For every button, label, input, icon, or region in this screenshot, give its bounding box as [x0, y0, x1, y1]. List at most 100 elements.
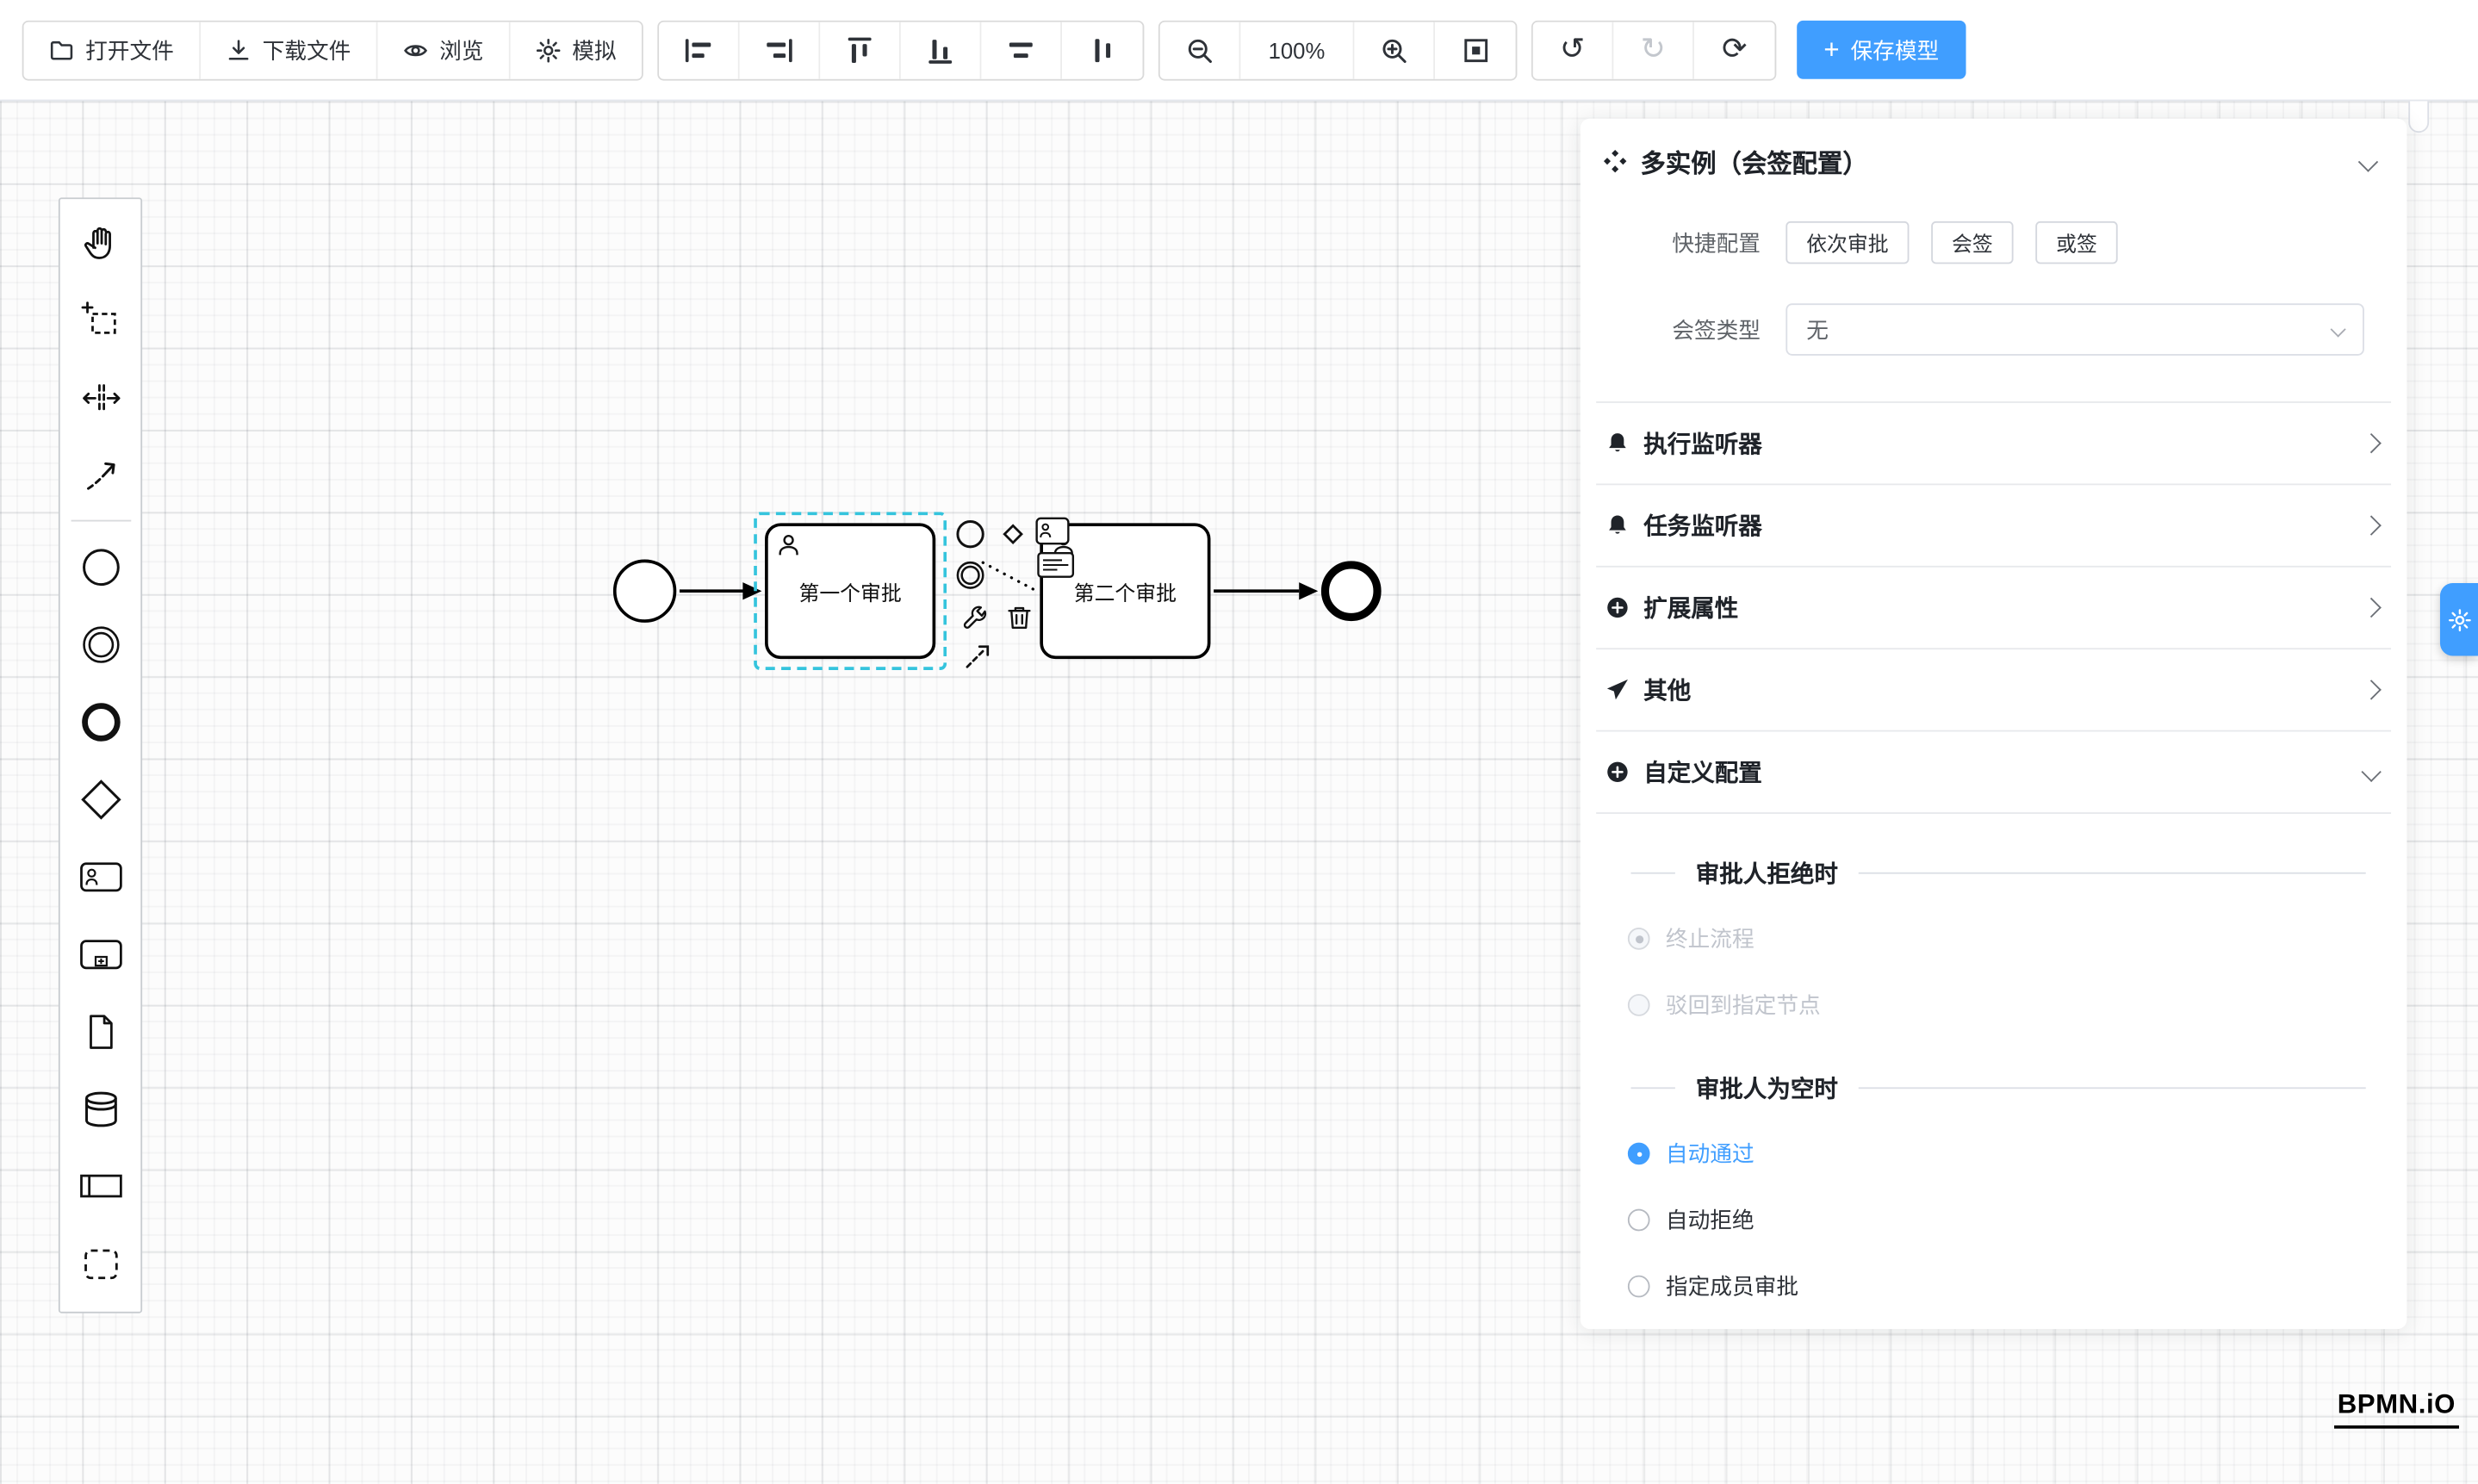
context-append-user-task-icon — [1035, 517, 1070, 545]
radio-icon — [1627, 1208, 1650, 1232]
chevron-down-icon — [2357, 151, 2379, 171]
align-left-button[interactable] — [659, 21, 740, 78]
undo-icon: ↺ — [1560, 33, 1586, 67]
context-connect[interactable] — [960, 636, 997, 674]
auto-pass-option[interactable]: 自动通过 — [1596, 1121, 2391, 1187]
other-label: 其他 — [1643, 678, 1692, 705]
approver-reject-section: 审批人拒绝时 — [1596, 839, 2391, 905]
open-file-button[interactable]: 打开文件 — [23, 21, 202, 78]
preview-button[interactable]: 浏览 — [377, 21, 511, 78]
download-file-button[interactable]: 下载文件 — [201, 21, 378, 78]
context-append-task[interactable] — [1037, 547, 1075, 585]
fit-viewport-button[interactable] — [1435, 21, 1516, 78]
plus-circle-icon — [1607, 761, 1628, 783]
refresh-button[interactable]: ⟳ — [1693, 21, 1775, 78]
context-append-gateway[interactable] — [994, 515, 1032, 553]
create-data-object[interactable] — [62, 992, 138, 1070]
context-append-intermediate-event[interactable] — [952, 556, 990, 594]
context-delete[interactable] — [1000, 599, 1038, 636]
create-group[interactable] — [62, 1225, 138, 1302]
sequence-flow-connections[interactable] — [0, 101, 2478, 1483]
bpmn-io-logo[interactable]: BPMN.iO — [2334, 1389, 2459, 1429]
folder-open-icon — [50, 40, 73, 59]
panel-title: 多实例（会签配置） — [1640, 152, 1868, 179]
distribute-horizontal-button[interactable] — [981, 21, 1062, 78]
countersign-type-select[interactable]: 无 — [1786, 303, 2364, 356]
quick-config-label: 快捷配置 — [1672, 229, 1761, 256]
distribute-vertical-button[interactable] — [1061, 21, 1143, 78]
create-intermediate-event[interactable] — [62, 605, 138, 683]
hand-tool[interactable] — [62, 204, 138, 282]
divider-line — [1858, 871, 2366, 873]
zoom-out-button[interactable] — [1159, 21, 1241, 78]
sequential-approval-button[interactable]: 依次审批 — [1786, 220, 1910, 264]
context-append-user-task[interactable] — [1034, 512, 1071, 550]
execution-listener-row[interactable]: 执行监听器 — [1596, 403, 2392, 486]
extended-properties-row[interactable]: 扩展属性 — [1596, 568, 2392, 650]
countersign-button[interactable]: 会签 — [1931, 220, 2014, 264]
task-listener-row[interactable]: 任务监听器 — [1596, 485, 2392, 568]
lasso-tool-icon — [80, 301, 115, 333]
context-pad — [952, 512, 1088, 676]
preview-label: 浏览 — [439, 37, 484, 63]
subprocess-icon — [79, 939, 121, 969]
zoom-level: 100% — [1240, 21, 1355, 78]
terminate-process-option[interactable]: 终止流程 — [1596, 905, 2391, 972]
reject-to-node-option[interactable]: 驳回到指定节点 — [1596, 972, 2391, 1038]
approver-empty-title: 审批人为空时 — [1695, 1075, 1838, 1102]
countersign-type-row: 会签类型 无 — [1596, 303, 2391, 356]
create-gateway[interactable] — [62, 761, 138, 838]
context-append-task-icon — [1037, 551, 1075, 578]
connect-arrow-icon — [966, 645, 990, 668]
palette-separator — [70, 519, 131, 522]
user-task-shape-2[interactable]: 第二个审批 — [1040, 523, 1211, 660]
other-row[interactable]: 其他 — [1596, 649, 2392, 732]
create-data-store[interactable] — [62, 1070, 138, 1147]
refresh-icon: ⟳ — [1722, 33, 1748, 67]
create-participant[interactable] — [62, 1147, 138, 1225]
simulate-button[interactable]: 模拟 — [510, 21, 642, 78]
save-model-label: 保存模型 — [1850, 37, 1940, 63]
space-tool[interactable] — [62, 359, 138, 437]
zoom-in-button[interactable] — [1354, 21, 1436, 78]
context-change-type[interactable] — [956, 599, 994, 636]
element-palette — [58, 197, 143, 1313]
chevron-right-icon — [2361, 515, 2382, 536]
align-bottom-icon — [928, 39, 953, 63]
lasso-tool[interactable] — [62, 282, 138, 359]
chevron-right-icon — [2361, 432, 2382, 454]
undo-button[interactable]: ↺ — [1532, 21, 1614, 78]
create-user-task[interactable] — [62, 837, 138, 915]
align-top-button[interactable] — [820, 21, 901, 78]
select-value: 无 — [1806, 316, 1829, 343]
start-event-shape[interactable] — [612, 559, 677, 623]
selection-outline — [754, 512, 947, 670]
gear-icon — [536, 38, 561, 62]
multi-instance-header[interactable]: 多实例（会签配置） — [1596, 119, 2391, 201]
create-start-event[interactable] — [62, 528, 138, 605]
approver-reject-title: 审批人拒绝时 — [1695, 860, 1838, 888]
group-icon — [84, 1248, 117, 1279]
bell-icon — [1609, 515, 1626, 534]
create-subprocess[interactable] — [62, 915, 138, 992]
task-listener-label: 任务监听器 — [1643, 513, 1762, 541]
divider-line — [1630, 871, 1675, 873]
quick-config-buttons: 依次审批 会签 或签 — [1786, 220, 2140, 264]
user-task-shape-1[interactable]: 第一个审批 — [765, 523, 936, 660]
align-bottom-button[interactable] — [900, 21, 982, 78]
designated-member-option[interactable]: 指定成员审批 — [1596, 1253, 2391, 1319]
settings-toggle-button[interactable] — [2439, 583, 2478, 656]
redo-button[interactable]: ↻ — [1613, 21, 1694, 78]
quick-config-row: 快捷配置 依次审批 会签 或签 — [1596, 220, 2391, 264]
simulate-label: 模拟 — [572, 37, 617, 63]
save-model-button[interactable]: + 保存模型 — [1797, 20, 1966, 79]
context-append-end-event[interactable] — [952, 515, 990, 553]
end-event-shape[interactable] — [1320, 561, 1382, 622]
align-right-button[interactable] — [739, 21, 821, 78]
auto-reject-option[interactable]: 自动拒绝 — [1596, 1187, 2391, 1253]
or-sign-button[interactable]: 或签 — [2035, 220, 2118, 264]
global-connect-tool[interactable] — [62, 436, 138, 513]
designated-member-label: 指定成员审批 — [1665, 1273, 1799, 1300]
custom-config-row[interactable]: 自定义配置 — [1596, 732, 2392, 814]
create-end-event[interactable] — [62, 683, 138, 761]
